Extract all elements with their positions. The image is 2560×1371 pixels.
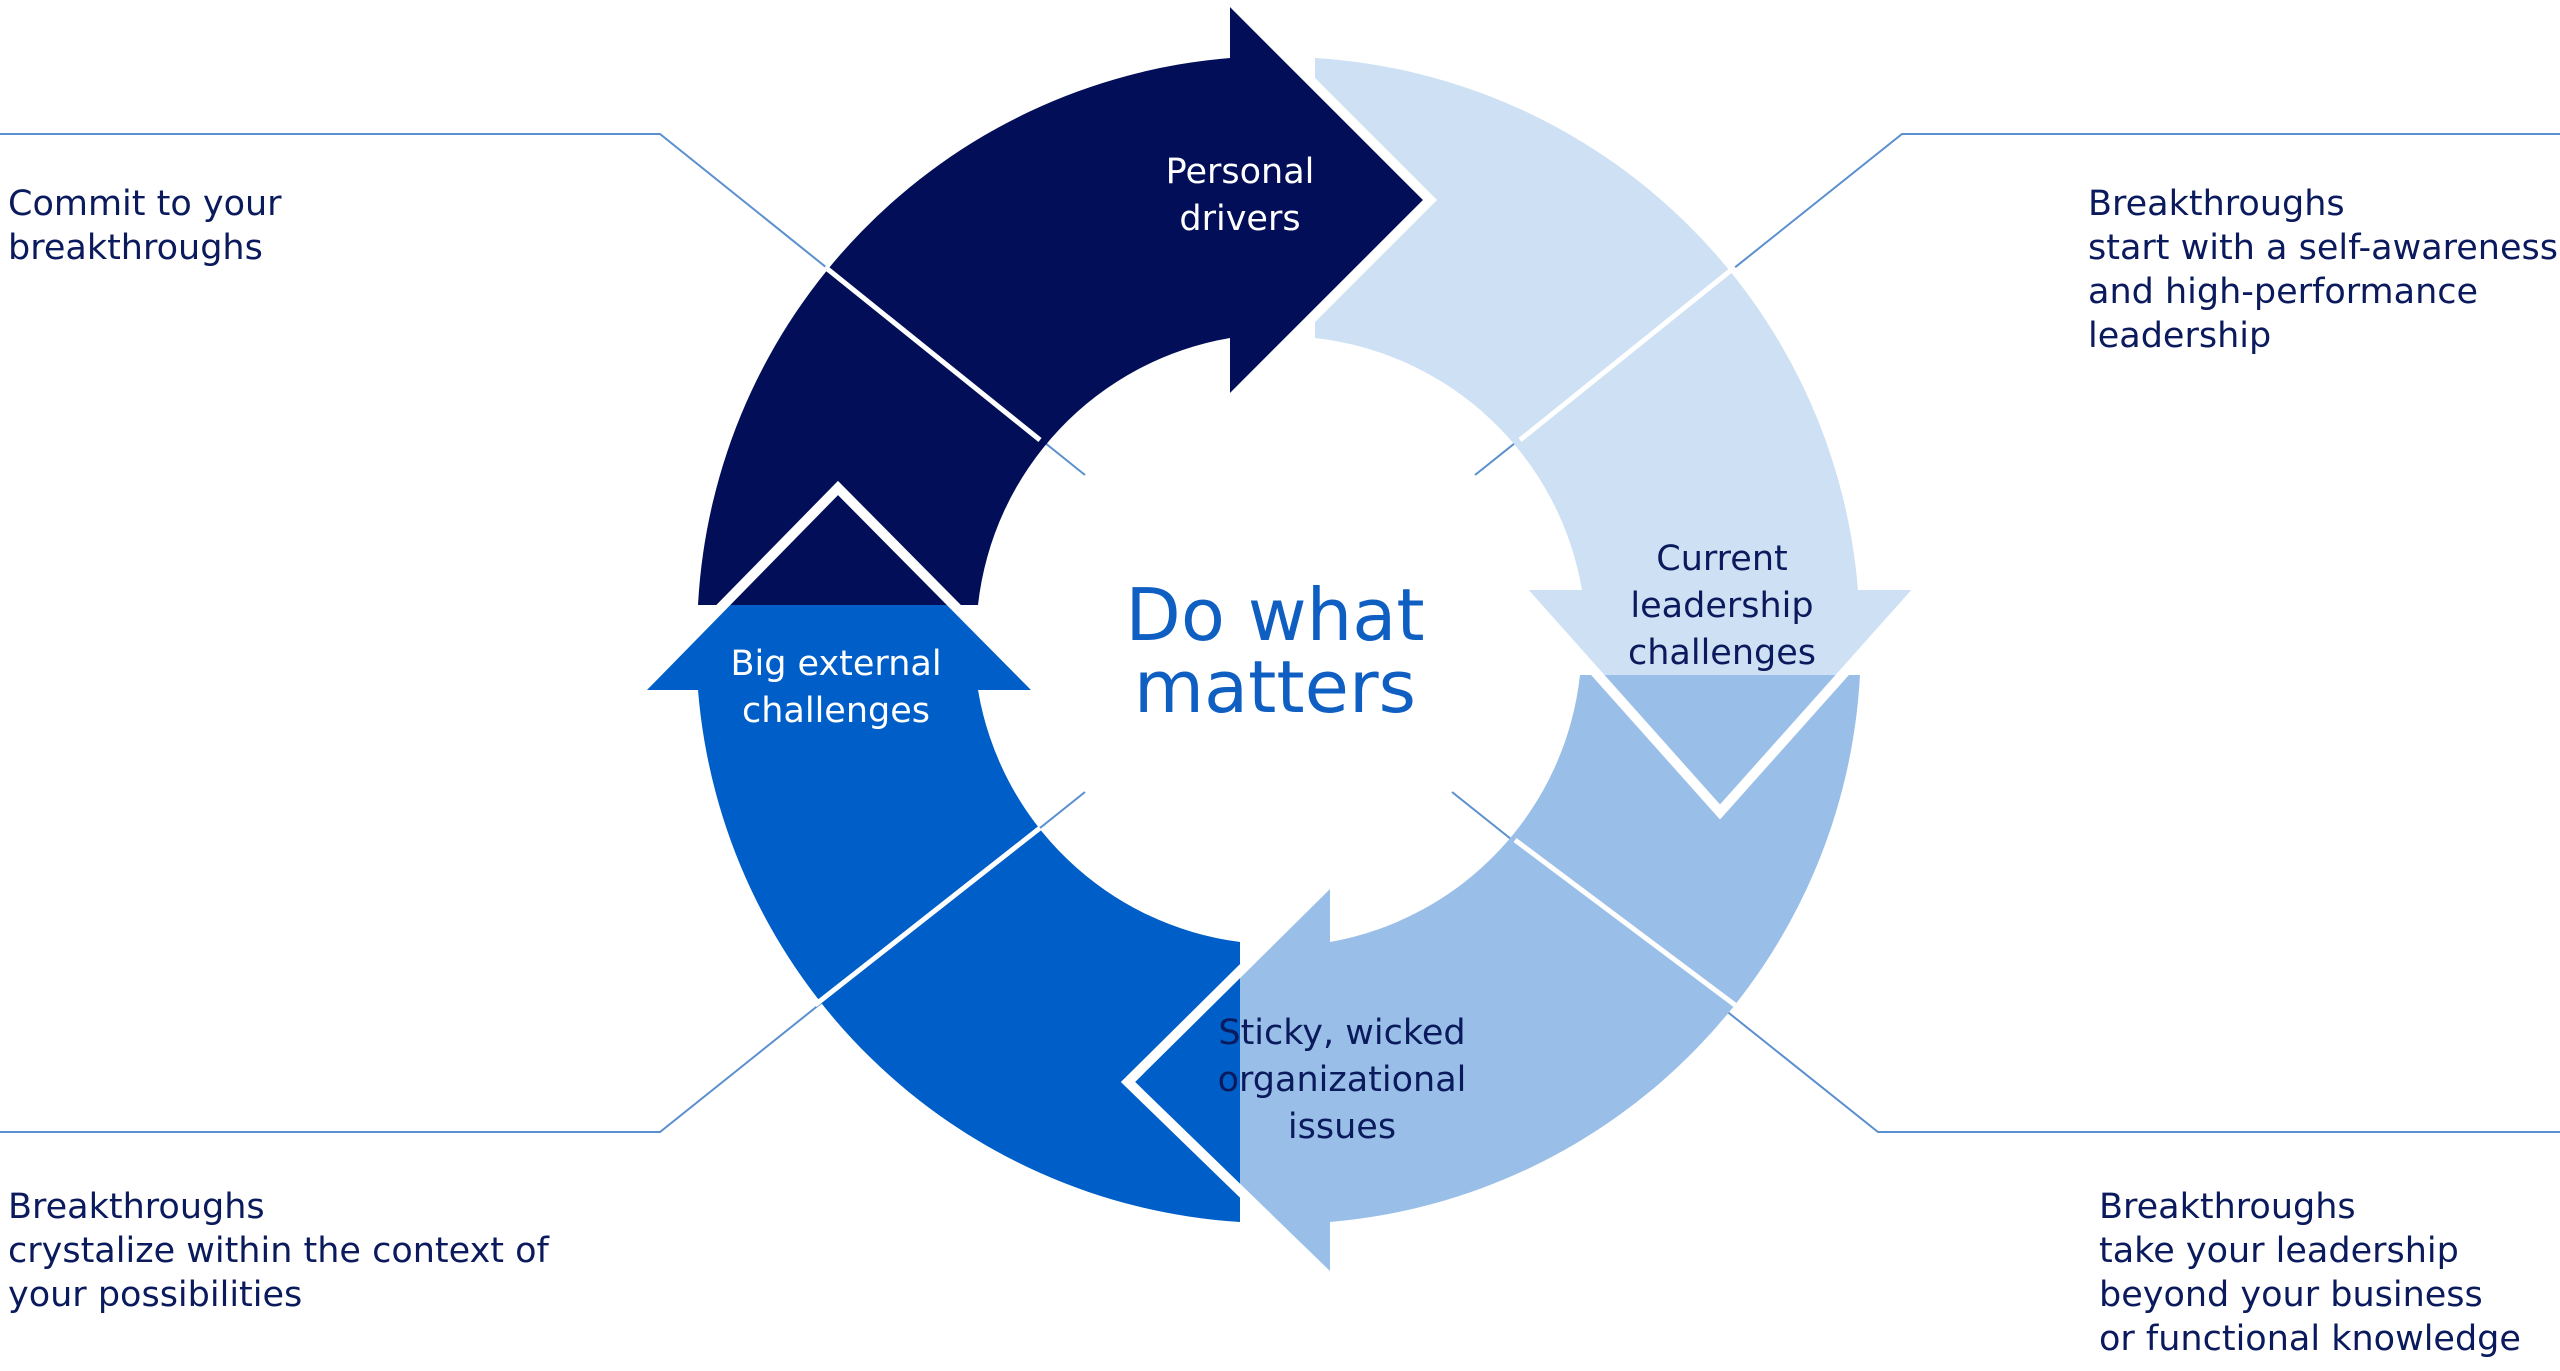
separator-bottom-right <box>1513 838 1737 1007</box>
segment-current-leadership <box>1315 58 1918 812</box>
note-bottom-left: Breakthroughs crystalize within the cont… <box>8 1187 549 1315</box>
label-sticky-line1: Sticky, wicked <box>1218 1013 1465 1053</box>
separator-top-left <box>823 265 1042 442</box>
label-big-external: Big external challenges <box>730 644 941 731</box>
label-sticky-line3: issues <box>1288 1107 1396 1147</box>
arrowhead-outline-current <box>1518 586 1922 820</box>
segment-separators <box>813 265 1737 1007</box>
segment-sticky-issues <box>1128 675 1860 1278</box>
arrowhead-outline-personal <box>1226 0 1438 404</box>
segment-personal-drivers <box>698 0 1430 605</box>
arrowhead-outlines <box>636 0 1922 1282</box>
center-title: Do what matters <box>1125 573 1424 729</box>
center-title-line1: Do what <box>1125 573 1424 657</box>
center-title-line2: matters <box>1134 645 1416 729</box>
label-sticky-line2: organizational <box>1218 1060 1467 1100</box>
label-external-line2: challenges <box>742 691 930 731</box>
label-personal-line1: Personal <box>1166 152 1315 192</box>
separator-bottom-left <box>813 826 1042 1007</box>
separator-top-right <box>1518 265 1737 442</box>
arrowhead-outline-external <box>636 480 1042 694</box>
segment-big-external <box>640 488 1240 1222</box>
label-external-line1: Big external <box>730 644 941 684</box>
arrowhead-outline-sticky <box>1120 878 1334 1282</box>
label-personal-line2: drivers <box>1179 199 1300 239</box>
note-top-left: Commit to your breakthroughs <box>8 184 282 268</box>
label-current-line3: challenges <box>1628 633 1816 673</box>
label-sticky-issues: Sticky, wicked organizational issues <box>1218 1013 1467 1147</box>
label-current-leadership: Current leadership challenges <box>1628 539 1816 673</box>
note-top-right: Breakthroughs start with a self-awarenes… <box>2088 184 2558 356</box>
label-current-line1: Current <box>1656 539 1787 579</box>
label-current-line2: leadership <box>1630 586 1813 626</box>
note-bottom-right: Breakthroughs take your leadership beyon… <box>2099 1187 2521 1359</box>
label-personal-drivers: Personal drivers <box>1166 152 1315 239</box>
